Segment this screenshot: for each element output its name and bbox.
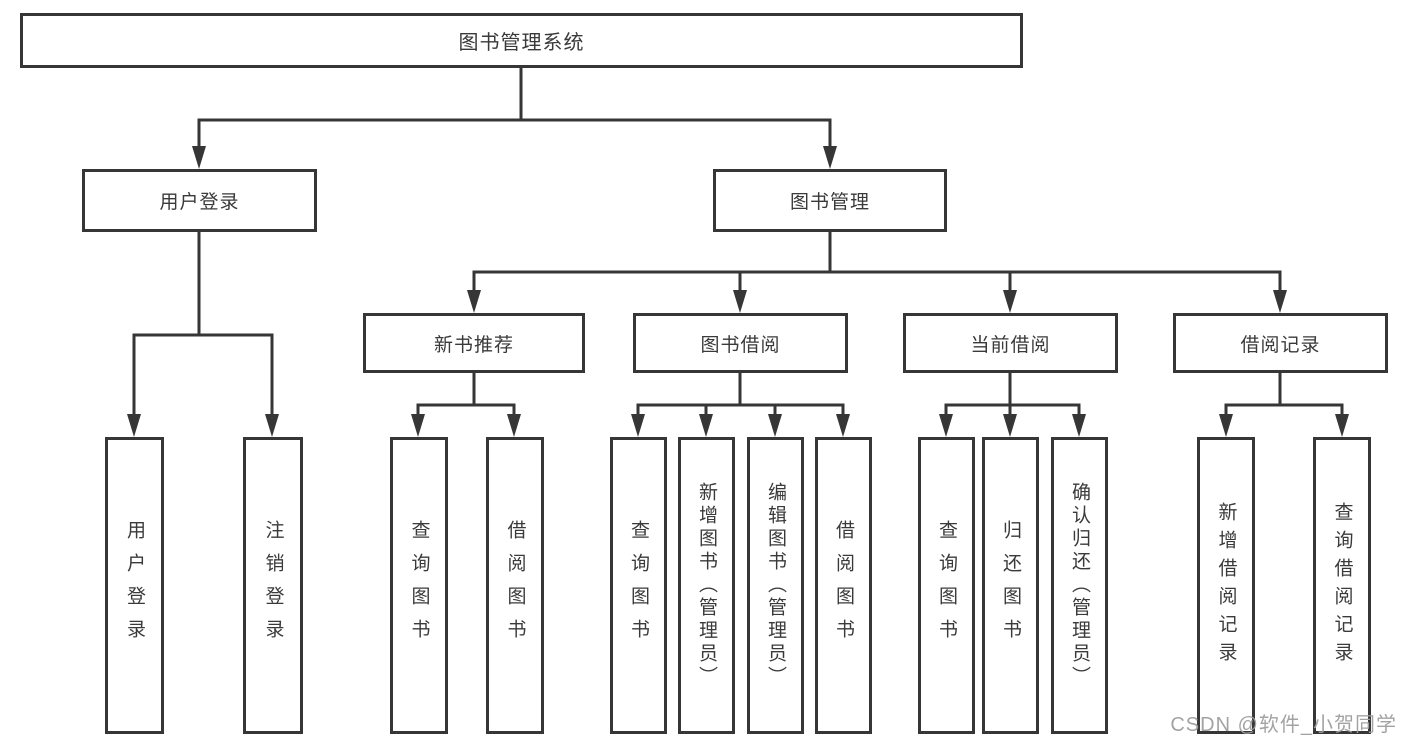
leaf-label: 借阅图书 bbox=[833, 519, 854, 652]
arrowhead bbox=[192, 146, 206, 169]
csdn-watermark: CSDN @软件_小贺同学 bbox=[1170, 714, 1397, 736]
arrowhead bbox=[507, 414, 521, 437]
leaf-label: 注销登录 bbox=[262, 519, 284, 652]
arrowhead bbox=[467, 290, 481, 313]
connector-root-to-level2 bbox=[192, 68, 837, 169]
node-borrow-records: 借阅记录 bbox=[1173, 313, 1388, 373]
leaf-records-add-record: 新增借阅记录 bbox=[1197, 437, 1255, 734]
connector-line bbox=[472, 232, 1282, 292]
leaf-borrow-edit-books-admin: 编辑图书（管理员） bbox=[747, 437, 804, 734]
arrowhead bbox=[1003, 414, 1017, 437]
leaf-current-return-books: 归还图书 bbox=[982, 437, 1039, 734]
arrowhead bbox=[1273, 290, 1287, 313]
leaf-borrow-add-books-admin: 新增图书（管理员） bbox=[678, 437, 735, 734]
arrowhead bbox=[265, 414, 279, 437]
leaf-label: 查询图书 bbox=[936, 519, 957, 652]
arrowhead bbox=[1335, 414, 1349, 437]
node-library-system: 图书管理系统 bbox=[20, 13, 1023, 68]
leaf-borrow-borrow-books: 借阅图书 bbox=[815, 437, 872, 734]
leaf-logout-login: 注销登录 bbox=[243, 437, 303, 734]
connector-login-to-leaves bbox=[127, 232, 279, 437]
node-label: 用户登录 bbox=[159, 192, 240, 213]
node-new-book-recommend: 新书推荐 bbox=[363, 313, 585, 373]
connector-newbook-to-leaves bbox=[411, 373, 521, 437]
leaf-current-confirm-return-admin: 确认归还（管理员） bbox=[1051, 437, 1108, 734]
connector-line bbox=[944, 373, 1081, 416]
arrowhead bbox=[1072, 414, 1086, 437]
node-book-borrow: 图书借阅 bbox=[633, 313, 848, 373]
arrowhead bbox=[823, 146, 837, 169]
leaf-newbook-borrow-books: 借阅图书 bbox=[486, 437, 544, 734]
arrowhead bbox=[1003, 290, 1017, 313]
connector-line bbox=[132, 232, 274, 416]
leaf-label: 编辑图书（管理员） bbox=[765, 482, 786, 689]
leaf-label: 新增图书（管理员） bbox=[696, 482, 717, 689]
arrowhead bbox=[836, 414, 850, 437]
leaf-records-query-record: 查询借阅记录 bbox=[1313, 437, 1371, 734]
leaf-borrow-query-books: 查询图书 bbox=[610, 437, 667, 734]
connector-line bbox=[197, 68, 832, 148]
node-label: 图书管理 bbox=[789, 192, 870, 213]
connector-line bbox=[1224, 373, 1344, 416]
connector-current-to-leaves bbox=[939, 373, 1086, 437]
node-label: 当前借阅 bbox=[970, 334, 1051, 356]
leaf-label: 借阅图书 bbox=[504, 519, 526, 652]
node-book-management: 图书管理 bbox=[713, 169, 947, 232]
arrowhead bbox=[768, 414, 782, 437]
connector-borrow-to-leaves bbox=[631, 373, 850, 437]
leaf-newbook-query-books: 查询图书 bbox=[390, 437, 448, 734]
leaf-label: 新增借阅记录 bbox=[1215, 501, 1237, 670]
leaf-label: 用户登录 bbox=[124, 519, 145, 652]
leaf-label: 归还图书 bbox=[1000, 519, 1021, 652]
node-label: 新书推荐 bbox=[433, 334, 514, 356]
arrowhead bbox=[939, 414, 953, 437]
node-label: 图书借阅 bbox=[700, 334, 781, 356]
arrowhead bbox=[631, 414, 645, 437]
arrowhead bbox=[733, 290, 747, 313]
leaf-label: 查询图书 bbox=[408, 519, 430, 652]
connector-line bbox=[636, 373, 845, 416]
node-user-login: 用户登录 bbox=[82, 169, 317, 232]
arrowhead bbox=[699, 414, 713, 437]
connector-records-to-leaves bbox=[1219, 373, 1349, 437]
arrowhead bbox=[1219, 414, 1233, 437]
leaf-label: 确认归还（管理员） bbox=[1069, 482, 1090, 689]
leaf-user-login: 用户登录 bbox=[105, 437, 164, 734]
node-label: 借阅记录 bbox=[1240, 334, 1321, 356]
leaf-current-query-books: 查询图书 bbox=[918, 437, 975, 734]
leaf-label: 查询借阅记录 bbox=[1331, 501, 1353, 670]
node-current-borrow: 当前借阅 bbox=[903, 313, 1118, 373]
connector-line bbox=[416, 373, 516, 416]
connector-bookmgmt-to-level3 bbox=[467, 232, 1287, 313]
leaf-label: 查询图书 bbox=[628, 519, 649, 652]
node-label: 图书管理系统 bbox=[458, 32, 585, 54]
arrowhead bbox=[127, 414, 141, 437]
arrowhead bbox=[411, 414, 425, 437]
